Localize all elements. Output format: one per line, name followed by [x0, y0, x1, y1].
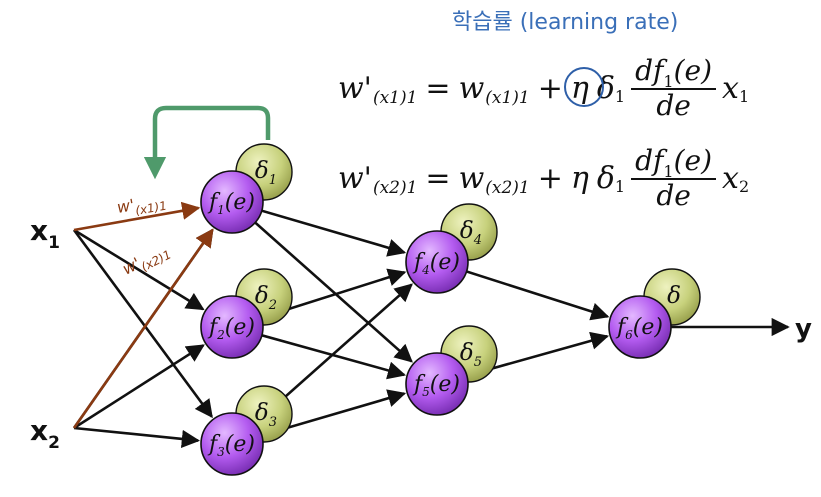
weight-label-1: w'(x1)1 — [115, 190, 167, 221]
node-sub-f4: 4 — [421, 263, 430, 277]
eq2-eta: η — [570, 161, 589, 197]
eq1-rhs-sub: (x1)1 — [485, 87, 530, 108]
node-circle-f2 — [200, 295, 264, 359]
eq2-frac-num-rest: (e) — [673, 144, 713, 177]
node-label-f4: f4(e) — [412, 250, 460, 277]
eq1-x: x — [722, 71, 739, 107]
node-circle-f4 — [405, 230, 469, 294]
node-arg-f2: (e) — [225, 315, 255, 340]
eq1-lhs-sub: (x1)1 — [372, 87, 418, 108]
node-label-f5: f5(e) — [412, 372, 460, 399]
eq2-x-sub: 2 — [738, 177, 750, 197]
node-label-f3: f3(e) — [207, 432, 255, 459]
eq2-rhs-w: w — [458, 161, 485, 197]
node-sub-f1: 1 — [217, 203, 225, 217]
delta-sub-f3: 3 — [269, 415, 277, 430]
node-arg-f1: (e) — [225, 190, 255, 215]
eq1-frac-num-rest: (e) — [673, 54, 713, 87]
delta-sub-f5: 5 — [474, 355, 482, 370]
input-label-x1: x1 — [30, 214, 60, 253]
node-arg-f6: (e) — [633, 315, 663, 340]
eq2-rhs-sub: (x2)1 — [485, 177, 530, 198]
edge-f1-f5 — [231, 201, 413, 363]
eq2-plus: + — [537, 161, 563, 197]
input-sub-x2: 2 — [48, 433, 60, 453]
edge-x2-f3 — [73, 426, 200, 448]
eq1-plus: + — [537, 71, 563, 107]
eq2-derivative: df1(e) de — [631, 144, 717, 212]
edge-x1-f1-weight — [73, 201, 201, 232]
weight-label-sub-2: (x2)1 — [139, 247, 174, 274]
eq1-eta-highlight: η — [563, 67, 604, 108]
eq1-rhs-w: w — [458, 71, 485, 107]
node-arg-f3: (e) — [225, 432, 255, 457]
eq2-frac-den: de — [656, 178, 691, 212]
feedback-arrow — [143, 105, 271, 180]
node-label-f2: f2(e) — [207, 315, 255, 342]
node-arg-f5: (e) — [430, 372, 460, 397]
eq2-delta: δ — [596, 161, 615, 197]
eq1-equals: = — [425, 71, 451, 107]
eta-highlight-circle — [563, 67, 604, 108]
node-circle-f5 — [405, 352, 469, 416]
eq2-equals: = — [425, 161, 451, 197]
node-label-f1: f1(e) — [207, 190, 255, 217]
labels-layer: δ1f1(e)δ2f2(e)δ3f3(e)δ4f4(e)δ5f5(e)δf6(e… — [30, 158, 812, 459]
node-sub-f5: 5 — [422, 385, 430, 399]
input-sub-x1: 1 — [48, 233, 60, 253]
eq2-lhs-sub: (x2)1 — [372, 177, 418, 198]
delta-sub-f4: 4 — [473, 233, 482, 248]
node-sub-f3: 3 — [217, 445, 225, 459]
eq2-frac-num-sub: 1 — [663, 162, 674, 181]
eq1-lhs-w: w' — [338, 71, 372, 107]
node-arg-f4: (e) — [430, 250, 460, 275]
edge-x2-f2 — [73, 344, 205, 430]
eq1-frac-num-sub: 1 — [663, 72, 674, 91]
delta-sub-f1: 1 — [269, 173, 277, 188]
node-circle-f1 — [200, 170, 264, 234]
weight-label-sub-1: (x1)1 — [134, 199, 168, 218]
nodes-layer — [200, 170, 672, 476]
eq2-frac-num: df — [635, 144, 664, 177]
node-sub-f2: 2 — [216, 328, 225, 342]
eq2-delta-sub: 1 — [614, 177, 626, 197]
input-label-x2: x2 — [30, 414, 60, 453]
eq2-lhs-w: w' — [338, 161, 372, 197]
output-label: y — [795, 314, 812, 344]
learning-rate-label: 학습률 (learning rate) — [452, 10, 679, 35]
node-sub-f6: 6 — [625, 328, 633, 342]
node-circle-f6 — [608, 295, 672, 359]
delta-label-f6: δ — [667, 283, 681, 309]
node-circle-f3 — [200, 412, 264, 476]
delta-sub-f2: 2 — [268, 298, 277, 313]
eq1-derivative: df1(e) de — [631, 54, 717, 122]
eq1-delta-sub: 1 — [614, 87, 626, 107]
eq1-frac-den: de — [656, 88, 691, 122]
edge-x2-f1-weight — [72, 228, 214, 429]
edge-x1-f2 — [73, 228, 205, 311]
eq2-x: x — [722, 161, 739, 197]
edge-x1-f3 — [72, 229, 213, 419]
eq1-frac-num: df — [635, 54, 664, 87]
node-label-f6: f6(e) — [615, 315, 663, 342]
eq1-x-sub: 1 — [738, 87, 750, 107]
